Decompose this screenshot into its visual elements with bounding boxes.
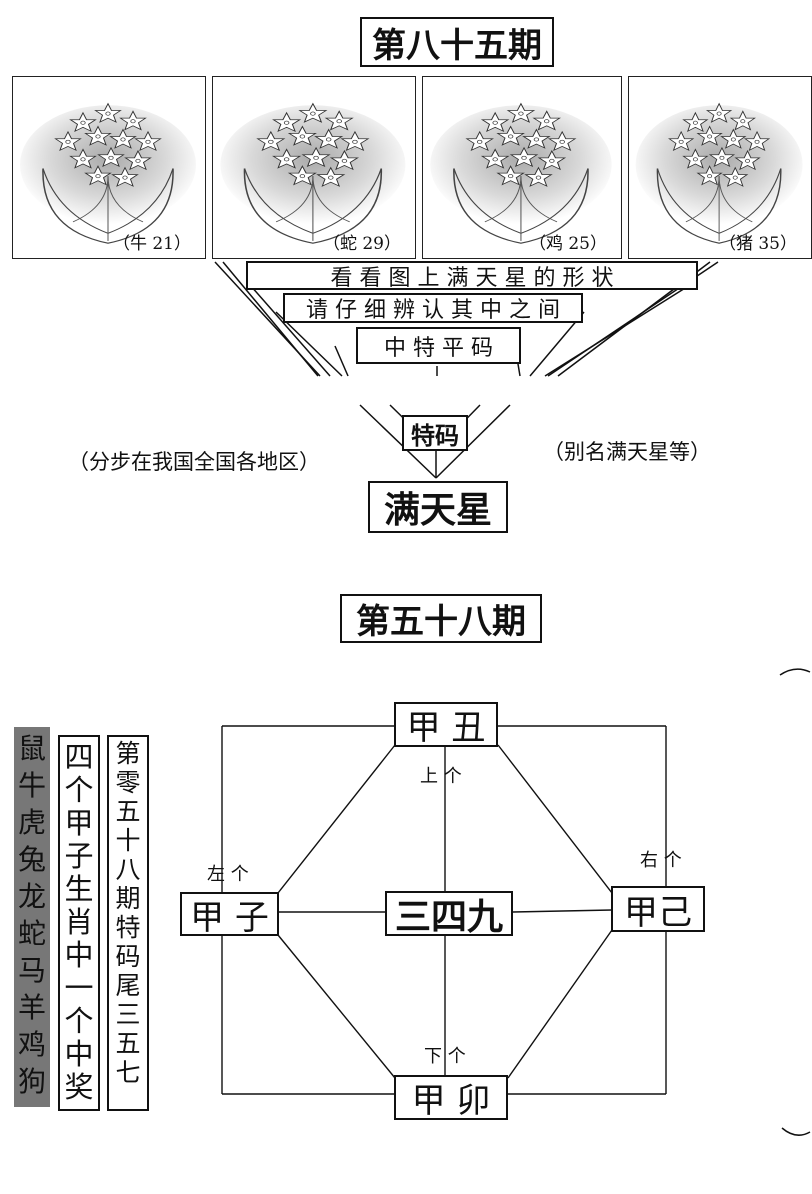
- column-char: 尾: [115, 971, 141, 1000]
- column-char: 个: [64, 1004, 94, 1038]
- node-jia-mao: 甲 卯: [394, 1075, 508, 1121]
- column-char: 十: [115, 826, 141, 855]
- column-char: 牛: [17, 769, 46, 802]
- column-char: 兔: [17, 843, 46, 876]
- column-char: 狗: [17, 1065, 46, 1098]
- column-char: 第: [115, 739, 141, 768]
- panel-label: （蛇 29）: [322, 234, 401, 254]
- column-char: 特: [115, 913, 141, 942]
- instruction-line-2: 请 仔 细 辨 认 其 中 之 间: [283, 293, 583, 323]
- column-char: 子: [64, 839, 94, 873]
- flower-panel-1: （牛 21）: [12, 76, 206, 259]
- node-jia-ji: 甲己: [611, 886, 705, 933]
- node-jia-zi: 甲 子: [180, 892, 279, 938]
- lower-edge-label: 下 个: [424, 1046, 466, 1067]
- right-edge-label: 右 个: [640, 850, 682, 871]
- column-char: 马: [17, 954, 46, 987]
- panel-label: （鸡 25）: [528, 234, 607, 254]
- column-char: 羊: [17, 991, 46, 1024]
- zodiac-column: 鼠牛虎兔龙蛇马羊鸡狗: [14, 727, 50, 1107]
- column-char: 肖: [64, 905, 94, 939]
- column-char: 甲: [64, 806, 94, 840]
- column-char: 三: [115, 1000, 141, 1029]
- period-tail-column: 第零五十八期特码尾三五七: [107, 735, 149, 1111]
- column-char: 鸡: [17, 1028, 46, 1061]
- column-char: 七: [115, 1058, 141, 1087]
- column-char: 奖: [64, 1070, 94, 1104]
- column-char: 零: [115, 768, 141, 797]
- center-numbers: 三四九: [385, 891, 513, 938]
- column-char: 鼠: [17, 732, 46, 765]
- alias-note: （别名满天星等）: [543, 440, 711, 464]
- instruction-line-1: 看 看 图 上 满 天 星 的 形 状: [246, 261, 698, 291]
- column-char: 龙: [17, 880, 46, 913]
- column-char: 生: [64, 872, 94, 906]
- column-char: 码: [115, 942, 141, 971]
- jiazi-note-column: 四个甲子生肖中一个中奖: [58, 735, 100, 1111]
- column-char: 虎: [17, 806, 46, 839]
- column-char: 四: [64, 740, 94, 774]
- column-char: 五: [115, 797, 141, 826]
- column-char: 中: [64, 938, 94, 972]
- column-char: 个: [64, 773, 94, 807]
- panel-label: （猪 35）: [718, 234, 797, 254]
- answer-box: 满天星: [368, 481, 508, 533]
- column-char: 中: [64, 1037, 94, 1071]
- tema-box: 特码: [402, 415, 468, 451]
- column-char: 一: [64, 971, 94, 1005]
- left-edge-label: 左 个: [207, 864, 249, 885]
- column-char: 期: [115, 884, 141, 913]
- node-jia-chou: 甲 丑: [394, 702, 498, 748]
- column-char: 五: [115, 1029, 141, 1058]
- flower-panel-2: （蛇 29）: [212, 76, 416, 259]
- flower-panel-3: （鸡 25）: [422, 76, 622, 259]
- instruction-line-3: 中 特 平 码: [356, 327, 521, 364]
- flower-panel-4: （猪 35）: [628, 76, 812, 259]
- column-char: 蛇: [17, 917, 46, 950]
- upper-edge-label: 上 个: [420, 766, 462, 787]
- column-char: 八: [115, 855, 141, 884]
- period-85-title: 第八十五期: [360, 17, 554, 67]
- period-58-title: 第五十八期: [340, 594, 542, 643]
- region-note: （分步在我国全国各地区）: [68, 450, 320, 474]
- panel-label: （牛 21）: [112, 234, 191, 254]
